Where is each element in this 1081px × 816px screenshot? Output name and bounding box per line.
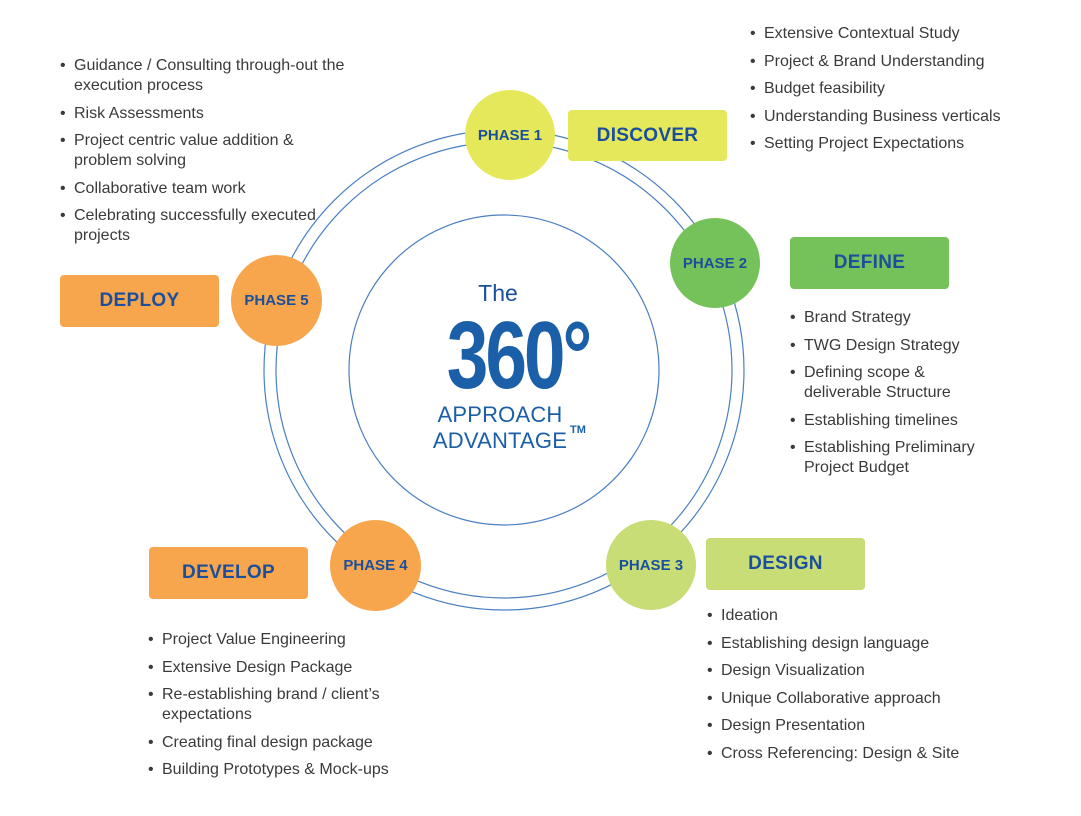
list-item: Ideation [707, 606, 1027, 626]
phase-4-circle: PHASE 4 [330, 520, 421, 611]
list-item: Establishing design language [707, 634, 1027, 654]
list-item: TWG Design Strategy [790, 336, 990, 356]
center-the: The [478, 280, 518, 306]
list-item: Design Presentation [707, 716, 1027, 736]
center-advantage: ADVANTAGE [432, 428, 568, 453]
list-item: Budget feasibility [750, 79, 1050, 99]
list-item: Understanding Business verticals [750, 107, 1050, 127]
phase-4-name: DEVELOP [182, 562, 275, 583]
phase-3-circle: PHASE 3 [606, 520, 696, 610]
trademark-mark: TM [570, 424, 586, 436]
list-item: Building Prototypes & Mock-ups [148, 760, 448, 780]
phase-2-circle: PHASE 2 [670, 218, 760, 308]
list-item: Cross Referencing: Design & Site [707, 744, 1027, 764]
phase-1-name: DISCOVER [596, 124, 699, 146]
list-item: Defining scope & deliverable Structure [790, 363, 990, 403]
list-item: Risk Assessments [60, 104, 345, 124]
list-item: Brand Strategy [790, 308, 990, 328]
phase-5-items: Guidance / Consulting through-out the ex… [60, 56, 345, 254]
phase-1-number: PHASE 1 [477, 126, 543, 144]
list-item: Project & Brand Understanding [750, 52, 1050, 72]
phase-5-number: PHASE 5 [244, 292, 309, 309]
phase-4-number: PHASE 4 [343, 557, 408, 574]
list-item: Guidance / Consulting through-out the ex… [60, 56, 345, 96]
phase-2-name: DEFINE [833, 252, 906, 273]
phase-1-items: Extensive Contextual Study Project & Bra… [750, 24, 1050, 162]
list-item: Project Value Engineering [148, 630, 448, 650]
center-360-number: 360° [446, 302, 593, 409]
list-item: Design Visualization [707, 661, 1027, 681]
list-item: Extensive Contextual Study [750, 24, 1050, 44]
inner-ring [348, 214, 660, 526]
phase-2-items: Brand Strategy TWG Design Strategy Defin… [790, 308, 990, 486]
list-item: Unique Collaborative approach [707, 689, 1027, 709]
phase-1-circle: PHASE 1 [465, 90, 555, 180]
list-item: Setting Project Expectations [750, 134, 1050, 154]
phase-3-name: DESIGN [748, 553, 823, 574]
list-item: Celebrating successfully executed projec… [60, 206, 345, 246]
phase-2-label-box: DEFINE [790, 237, 949, 289]
center-approach: APPROACH [437, 402, 563, 427]
phase-5-circle: PHASE 5 [231, 255, 322, 346]
list-item: Collaborative team work [60, 179, 345, 199]
list-item: Establishing timelines [790, 411, 990, 431]
phase-4-label-box: DEVELOP [149, 547, 308, 599]
phase-2-number: PHASE 2 [682, 254, 748, 272]
list-item: Establishing Preliminary Project Budget [790, 438, 990, 478]
phase-5-name: DEPLOY [99, 290, 180, 311]
phase-1-label-box: DISCOVER [568, 110, 727, 161]
phase-4-items: Project Value Engineering Extensive Desi… [148, 630, 448, 788]
phase-3-items: Ideation Establishing design language De… [707, 606, 1027, 771]
phase-3-number: PHASE 3 [618, 556, 684, 574]
phase-5-label-box: DEPLOY [60, 275, 219, 327]
list-item: Creating final design package [148, 733, 448, 753]
list-item: Project centric value addition & problem… [60, 131, 345, 171]
list-item: Re-establishing brand / client’s expecta… [148, 685, 432, 725]
phase-3-label-box: DESIGN [706, 538, 865, 590]
list-item: Extensive Design Package [148, 658, 448, 678]
